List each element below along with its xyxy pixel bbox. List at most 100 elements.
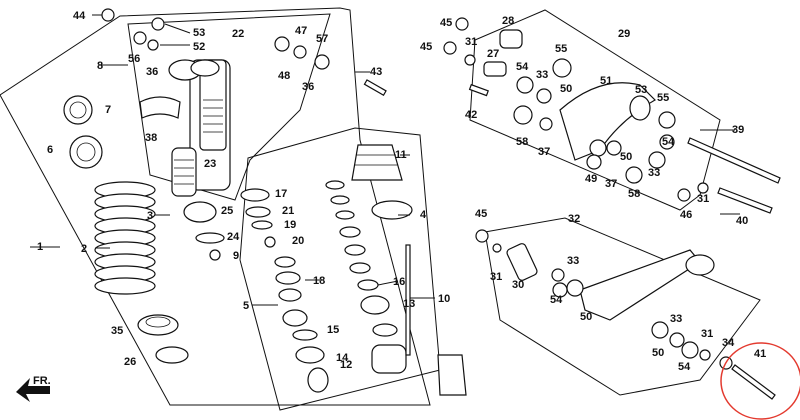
label-37a: 37 [538, 146, 550, 158]
label-2: 2 [81, 243, 87, 255]
label-25: 25 [221, 205, 233, 217]
label-53: 53 [193, 27, 205, 39]
label-50d: 50 [652, 347, 664, 359]
label-47: 47 [295, 25, 307, 37]
cap-13 [360, 295, 390, 315]
label-56: 56 [128, 53, 140, 65]
label-45a: 45 [440, 17, 452, 29]
label-19: 19 [284, 219, 296, 231]
label-15: 15 [327, 324, 339, 336]
label-7: 7 [105, 104, 111, 116]
label-36a: 36 [146, 66, 158, 78]
ring-14 [295, 346, 325, 364]
label-50a: 50 [560, 83, 572, 95]
shock-ribs [203, 99, 223, 133]
label-54a: 54 [516, 61, 529, 73]
cap-25 [183, 201, 217, 223]
link-parts [101, 8, 781, 214]
label-31b: 31 [697, 193, 709, 205]
label-13: 13 [403, 298, 415, 310]
label-12: 12 [340, 359, 352, 371]
label-33d: 33 [670, 313, 682, 325]
label-52: 52 [193, 41, 205, 53]
cylinder-4 [371, 200, 413, 220]
fr-arrow-icon [16, 378, 50, 402]
bolt-43 [363, 79, 387, 97]
label-41: 41 [754, 348, 766, 360]
arm-parts [475, 229, 776, 400]
damper-parts [183, 144, 467, 396]
piston-5 [282, 309, 308, 327]
label-43: 43 [370, 66, 382, 78]
bolt-42 [468, 83, 489, 97]
label-54c: 54 [550, 294, 563, 306]
label-57: 57 [316, 33, 328, 45]
label-6: 6 [47, 144, 53, 156]
label-42: 42 [465, 109, 477, 121]
label-40: 40 [736, 215, 748, 227]
label-39: 39 [732, 124, 744, 136]
collar-27 [483, 61, 507, 77]
label-50b: 50 [620, 151, 632, 163]
label-18: 18 [313, 275, 325, 287]
highlight-circle-41 [720, 342, 800, 420]
label-36b: 36 [302, 81, 314, 93]
label-8: 8 [97, 60, 103, 72]
part-labels: 44 53 22 52 8 56 36 47 57 48 36 43 45 28… [37, 10, 766, 373]
label-17: 17 [275, 188, 287, 200]
label-33c: 33 [567, 255, 579, 267]
label-10: 10 [438, 293, 450, 305]
washer-20 [264, 236, 276, 248]
cover-38 [139, 96, 181, 119]
collar-30 [506, 243, 538, 281]
label-33b: 33 [648, 167, 660, 179]
label-4: 4 [420, 209, 427, 221]
label-31a: 31 [465, 36, 477, 48]
lock-nuts [63, 95, 103, 169]
label-27: 27 [487, 48, 499, 60]
boot-12 [371, 344, 407, 374]
label-50c: 50 [580, 311, 592, 323]
label-55b: 55 [657, 92, 669, 104]
shock-reservoir [199, 59, 227, 151]
rod-10 [405, 244, 411, 356]
label-3: 3 [147, 210, 153, 222]
bolt-40 [717, 187, 773, 214]
link-frame-29 [469, 9, 721, 211]
label-45b: 45 [420, 41, 432, 53]
shock-upper-frame [127, 13, 331, 201]
collar-28 [499, 29, 523, 49]
label-22: 22 [232, 28, 244, 40]
label-26: 26 [124, 356, 136, 368]
leader-lines [30, 14, 740, 306]
label-31d: 31 [701, 328, 713, 340]
label-38: 38 [145, 132, 157, 144]
washer-19 [251, 220, 273, 230]
arm-frame-32 [484, 217, 761, 396]
label-55a: 55 [555, 43, 567, 55]
label-24: 24 [227, 231, 240, 243]
label-30: 30 [512, 279, 524, 291]
label-20: 20 [292, 235, 304, 247]
bearing-55b [658, 111, 676, 129]
label-49: 49 [585, 173, 597, 185]
label-32: 32 [568, 213, 580, 225]
label-51: 51 [600, 75, 612, 87]
rod-eye [437, 354, 467, 396]
shock-absorber [139, 59, 231, 197]
nut-44 [101, 8, 115, 22]
nut-45b [455, 17, 469, 31]
nut-7 [63, 95, 93, 125]
nut-6 [69, 135, 103, 169]
front-arrow: FR. [16, 375, 51, 402]
spring-2 [94, 181, 156, 295]
label-21: 21 [282, 205, 294, 217]
bearing-55a [552, 58, 572, 78]
label-54d: 54 [678, 361, 691, 373]
label-54b: 54 [662, 136, 675, 148]
bump-stop-ribs [174, 159, 194, 185]
label-53b: 53 [635, 84, 647, 96]
label-14: 14 [336, 352, 349, 364]
label-23: 23 [204, 158, 216, 170]
